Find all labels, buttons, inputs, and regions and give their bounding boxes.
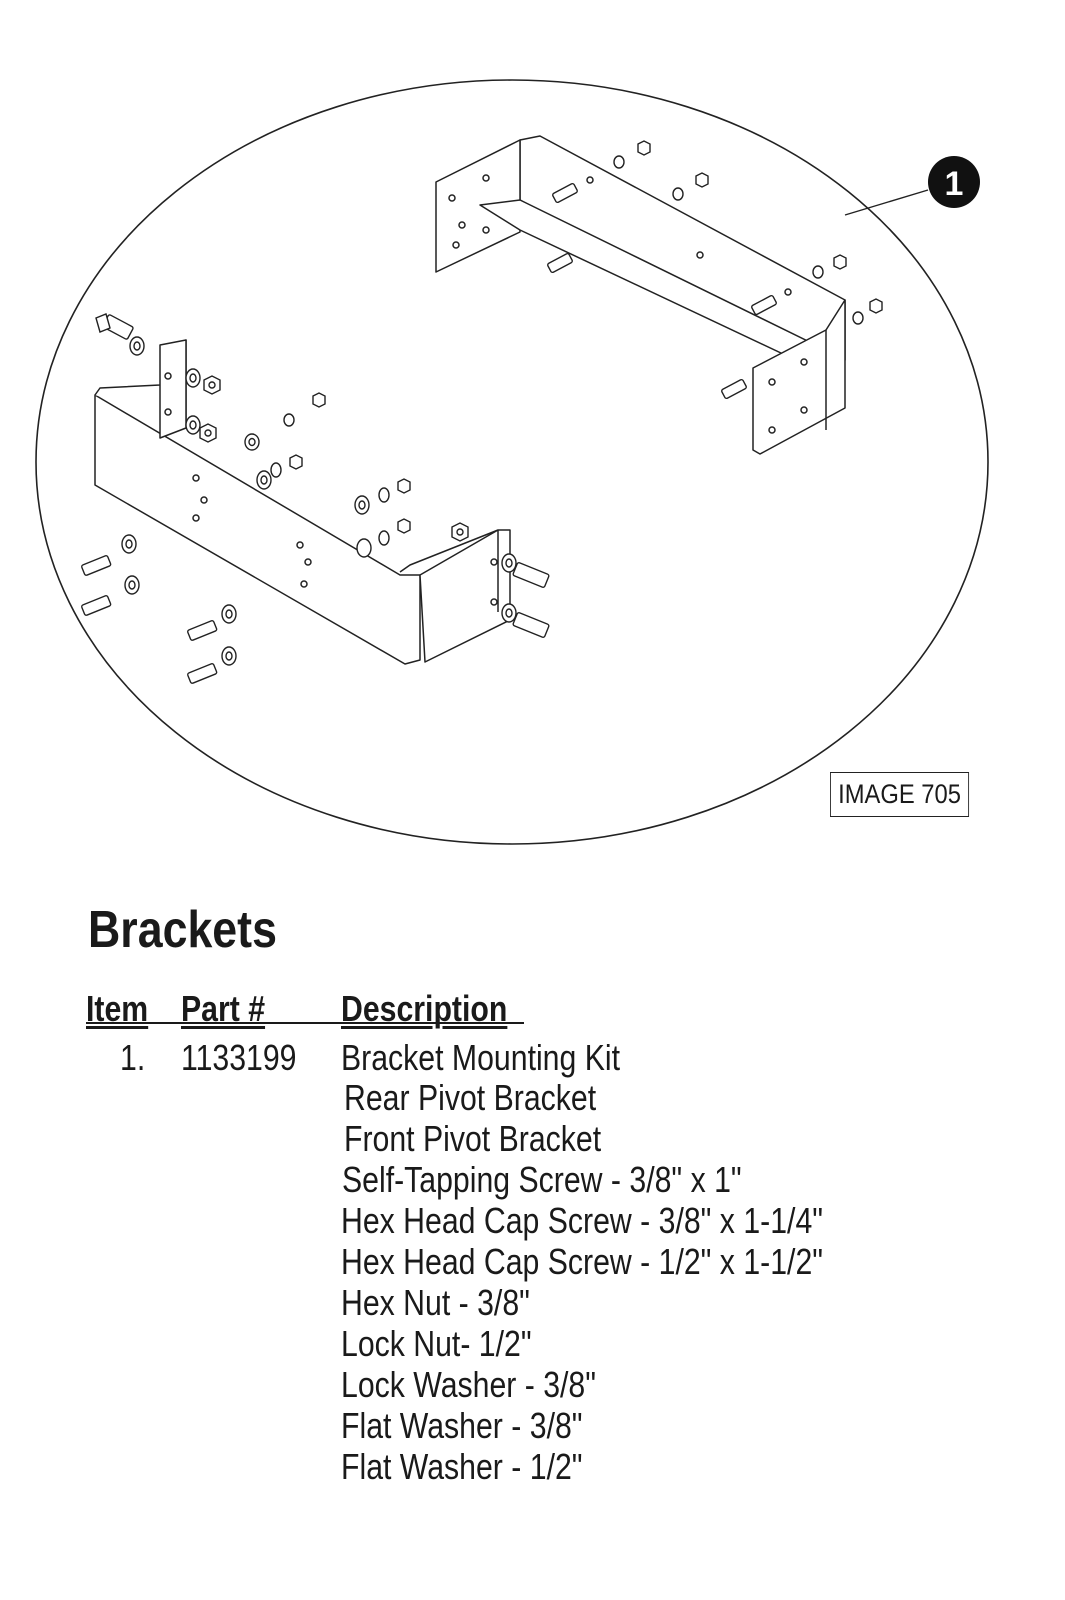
callout-number: 1 — [945, 165, 964, 203]
kit-item: Flat Washer - 3/8" — [341, 1405, 583, 1446]
image-number-label: IMAGE 705 — [830, 772, 970, 817]
diagram-boundary-ellipse — [35, 79, 989, 845]
callout-bubble-1: 1 — [928, 156, 980, 208]
header-underline — [86, 1022, 524, 1024]
kit-item: Hex Head Cap Screw - 3/8" x 1-1/4" — [341, 1200, 824, 1241]
row-item-number: 1. — [120, 1037, 146, 1078]
row-description: Bracket Mounting Kit — [341, 1037, 621, 1078]
callout-leader-line — [844, 189, 929, 216]
rear-pivot-bracket — [435, 135, 846, 455]
section-title: Brackets — [88, 901, 277, 959]
front-pivot-bracket — [94, 339, 511, 665]
kit-item: Rear Pivot Bracket — [344, 1077, 597, 1118]
exploded-parts-diagram: 1 — [35, 79, 989, 845]
kit-item: Lock Nut- 1/2" — [341, 1323, 532, 1364]
hex-cap-screws — [81, 182, 777, 684]
washers — [121, 155, 864, 666]
kit-item: Lock Washer - 3/8" — [341, 1364, 596, 1405]
kit-item: Self-Tapping Screw - 3/8" x 1" — [342, 1159, 742, 1200]
row-part-number: 1133199 — [181, 1037, 297, 1078]
nuts — [199, 140, 883, 542]
kit-item: Hex Head Cap Screw - 1/2" x 1-1/2" — [341, 1241, 824, 1282]
kit-item: Front Pivot Bracket — [344, 1118, 602, 1159]
kit-item: Flat Washer - 1/2" — [341, 1446, 583, 1487]
kit-item: Hex Nut - 3/8" — [341, 1282, 530, 1323]
